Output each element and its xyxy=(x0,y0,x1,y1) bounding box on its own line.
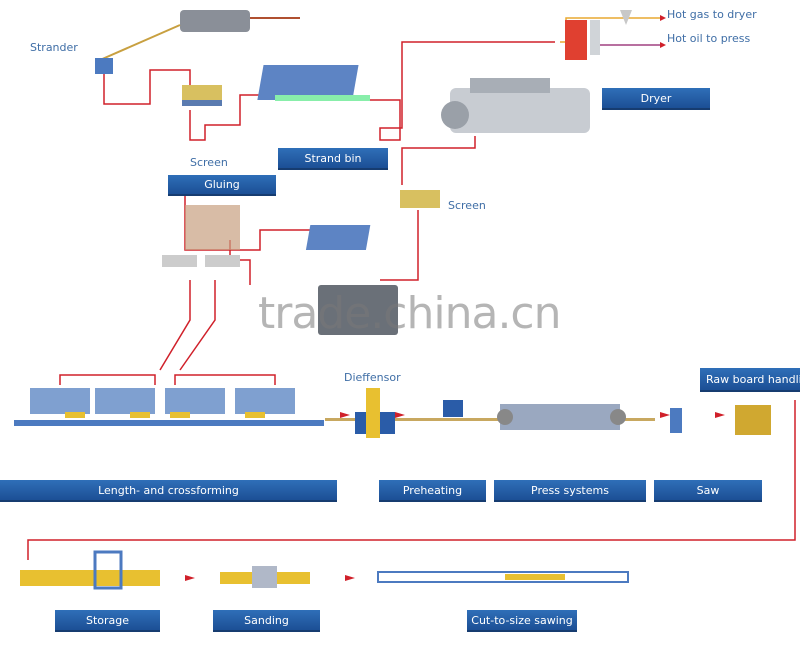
cut-to-size-label: Cut-to-size sawing xyxy=(467,610,577,632)
strand-bin-label: Strand bin xyxy=(278,148,388,170)
watermark: trade.china.cn xyxy=(258,288,562,339)
cut-to-size-line xyxy=(377,571,629,583)
preheating-unit xyxy=(443,400,463,417)
hot-oil-label: Hot oil to press xyxy=(667,32,751,45)
flow-lines xyxy=(27,41,796,560)
screen-2-label: Screen xyxy=(448,199,486,212)
strander-machine xyxy=(95,10,300,74)
press-systems-label: Press systems xyxy=(494,480,646,502)
sanding-label: Sanding xyxy=(213,610,320,632)
storage-stacks xyxy=(20,550,160,590)
flow-arrows xyxy=(185,15,725,581)
saw-label: Saw xyxy=(654,480,762,502)
forming-label: Length- and crossforming xyxy=(0,480,337,502)
preheating-label: Preheating xyxy=(379,480,486,502)
hot-gas-label: Hot gas to dryer xyxy=(667,8,757,21)
saw-machine xyxy=(670,408,682,433)
strand-bin-machine xyxy=(257,65,370,101)
forming-line xyxy=(14,388,324,426)
gluing-machine xyxy=(162,205,240,267)
dryer-machine xyxy=(441,78,590,133)
dieffensor-machine xyxy=(355,388,395,438)
bin-2 xyxy=(305,225,398,335)
raw-board-stack xyxy=(735,405,771,435)
raw-board-label: Raw board handling xyxy=(700,368,800,392)
dieffensor-label: Dieffensor xyxy=(344,371,401,384)
press-machine xyxy=(497,404,626,430)
screen-1-label: Screen xyxy=(190,156,228,169)
gluing-label: Gluing xyxy=(168,175,276,196)
storage-label: Storage xyxy=(55,610,160,632)
strander-label: Strander xyxy=(30,41,78,54)
burner xyxy=(565,10,632,60)
screen-2-machine xyxy=(400,190,440,208)
sanding-machine xyxy=(220,566,310,588)
dryer-label: Dryer xyxy=(602,88,710,110)
screen-1-machine xyxy=(182,85,222,106)
